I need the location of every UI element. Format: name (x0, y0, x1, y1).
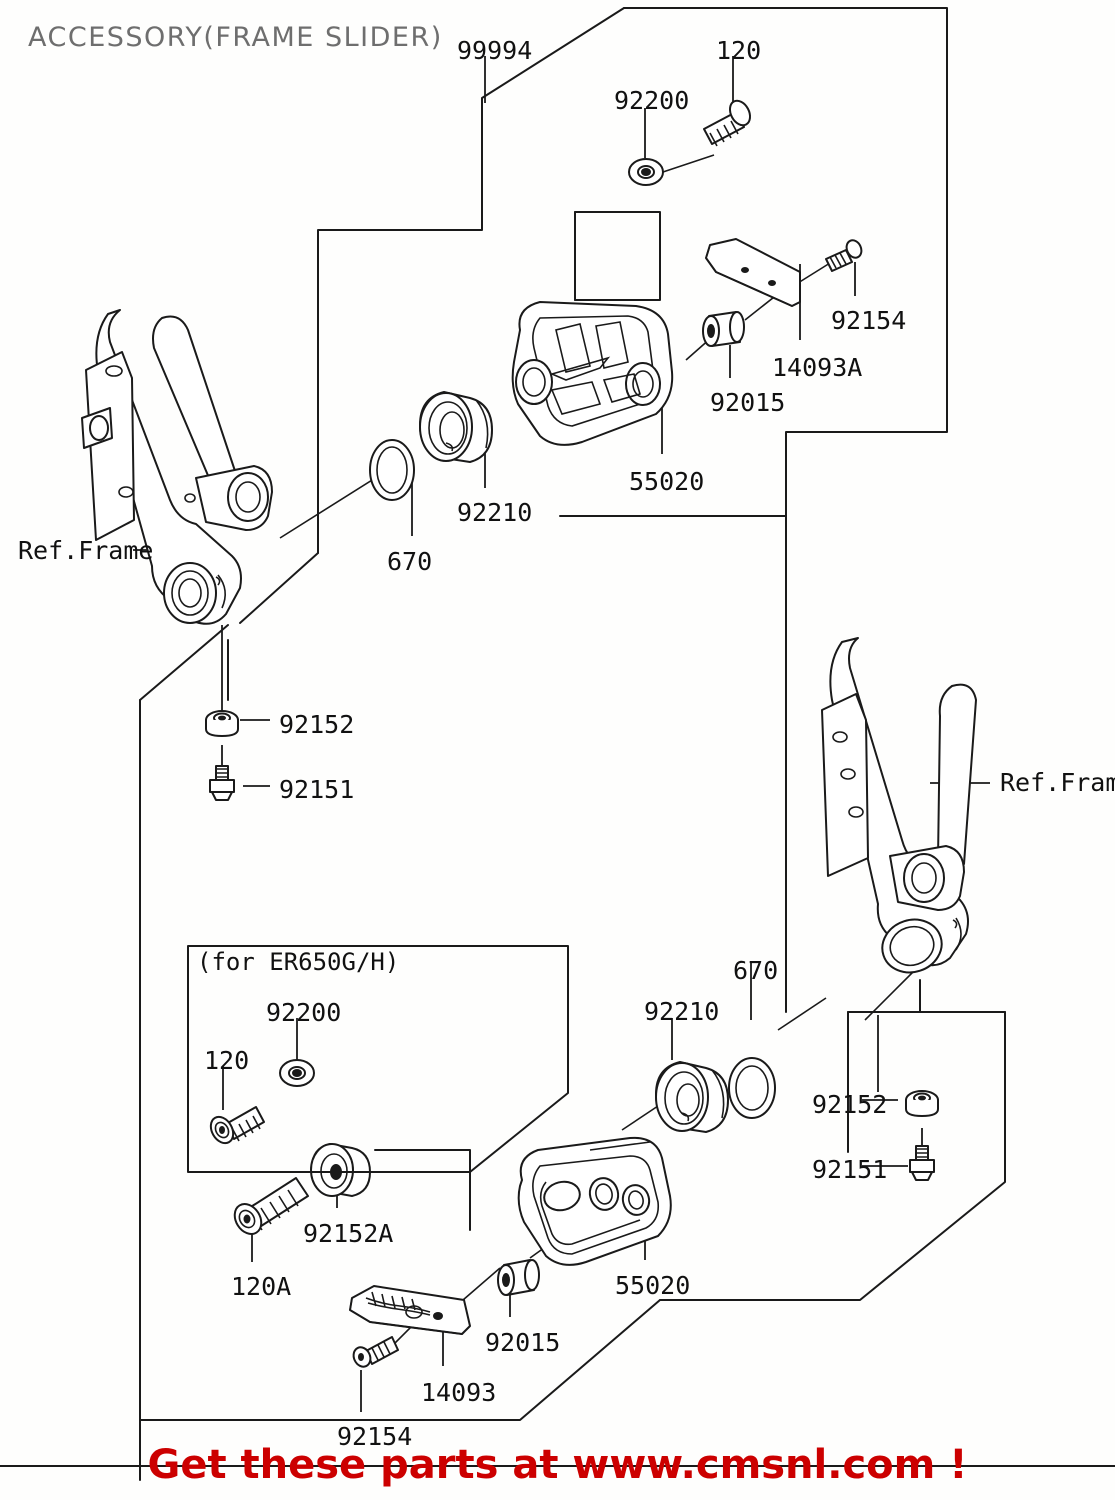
er650-note-label: (for ER650G/H) (197, 948, 400, 976)
callout-120A: 120A (231, 1272, 292, 1301)
washer-92200-box (279, 1059, 315, 1087)
bolt-92151-top (209, 765, 235, 801)
bracket-14093 (349, 1285, 471, 1335)
callout-92154-bot: 92154 (337, 1422, 413, 1451)
bolt-120-top (703, 99, 752, 147)
bolt-92154-top (825, 239, 863, 272)
bolt-120-box (209, 1106, 265, 1145)
callout-92210-top: 92210 (457, 498, 533, 527)
ref-frame-label-left: Ref.Frame (18, 536, 154, 565)
callout-670-bot: 670 (733, 956, 779, 985)
washer-92200-top (628, 158, 664, 186)
er650-note-box-outline (187, 945, 569, 1173)
cms-watermark (300, 520, 820, 1010)
slider-body-55020-bottom (517, 1136, 672, 1266)
oring-670-bottom (728, 1057, 776, 1119)
slider-body-55020-top (511, 301, 674, 446)
ref-frame-label-right: Ref.Frame (1000, 768, 1115, 797)
collar-92152-top (205, 710, 239, 737)
callout-55020-bot: 55020 (615, 1271, 691, 1300)
collar-92152A (310, 1143, 371, 1197)
callout-92015-bot: 92015 (485, 1328, 561, 1357)
collar-92152-bottom (905, 1090, 939, 1117)
bracket-14093A (705, 238, 801, 307)
cmsnl-banner: Get these parts at www.cmsnl.com ! (147, 1442, 968, 1488)
callout-14093: 14093 (421, 1378, 497, 1407)
callout-92200-box: 92200 (266, 998, 342, 1027)
frame-left-shape (81, 309, 273, 625)
collar-92210-top (419, 391, 493, 463)
callout-92154-top: 92154 (831, 306, 907, 335)
callout-120-top: 120 (716, 36, 762, 65)
callout-14093A: 14093A (772, 353, 863, 382)
bolt-92154-bottom (352, 1336, 399, 1368)
oring-670-top (369, 439, 415, 501)
callout-92152-top: 92152 (279, 710, 355, 739)
callout-55020-top: 55020 (629, 467, 705, 496)
frame-right-shape (821, 637, 977, 974)
callout-92151-bot: 92151 (812, 1155, 888, 1184)
callout-92151-top: 92151 (279, 775, 355, 804)
page-title: ACCESSORY(FRAME SLIDER) (28, 22, 443, 53)
bolt-92151-bottom (909, 1145, 935, 1181)
callout-99994: 99994 (457, 36, 533, 65)
callout-92200-top: 92200 (614, 86, 690, 115)
callout-92210-bot: 92210 (644, 997, 720, 1026)
callout-92152-bot: 92152 (812, 1090, 888, 1119)
callout-670-top: 670 (387, 547, 433, 576)
bolt-120A (233, 1177, 309, 1235)
callout-120-box: 120 (204, 1046, 250, 1075)
nut-92015-top (702, 311, 745, 347)
callout-92015-top: 92015 (710, 388, 786, 417)
callout-92152A: 92152A (303, 1219, 394, 1248)
nut-92015-bottom (497, 1259, 540, 1296)
collar-92210-bottom (655, 1061, 729, 1133)
